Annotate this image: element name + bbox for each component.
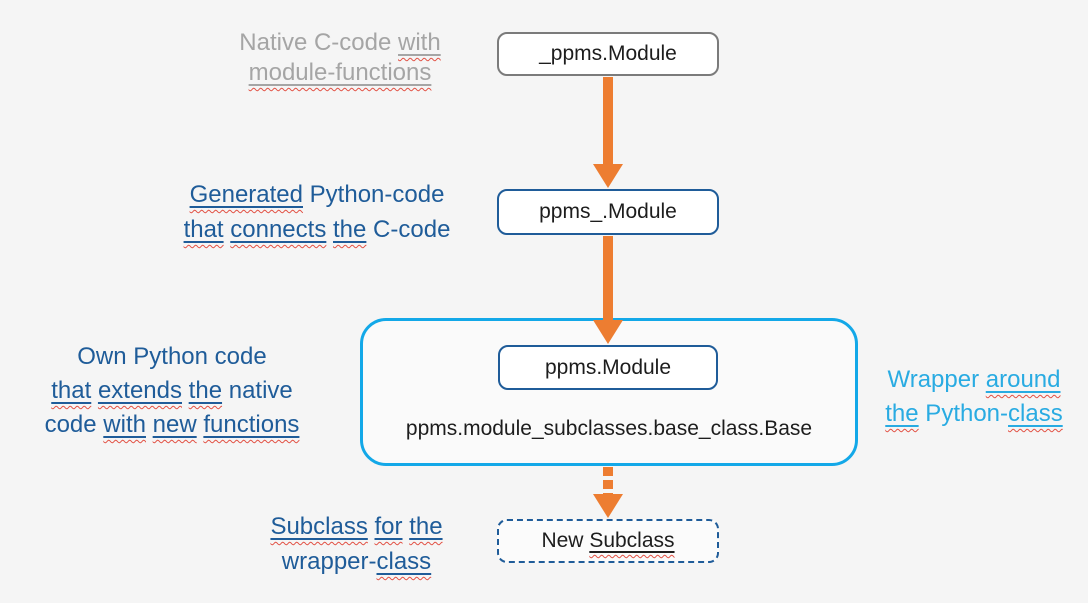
node-generated-module: ppms_.Module <box>497 189 719 235</box>
node-new-subclass: New Subclass <box>497 519 719 563</box>
node-wrapper-module: ppms.Module <box>498 345 718 390</box>
arrow-down-native-to-generated-icon <box>593 77 623 188</box>
base-class-path-text: ppms.module_subclasses.base_class.Base <box>405 417 813 440</box>
node-native-module-label: _ppms.Module <box>539 42 677 65</box>
node-generated-module-label: ppms_.Module <box>539 200 677 223</box>
node-native-module: _ppms.Module <box>497 32 719 76</box>
arrow-down-dashed-wrapper-to-subclass-icon <box>593 467 623 518</box>
wrapper-container-box: ppms.module_subclasses.base_class.Base <box>360 318 858 466</box>
node-wrapper-module-label: ppms.Module <box>544 355 672 379</box>
node-new-subclass-label: New Subclass <box>541 529 675 552</box>
